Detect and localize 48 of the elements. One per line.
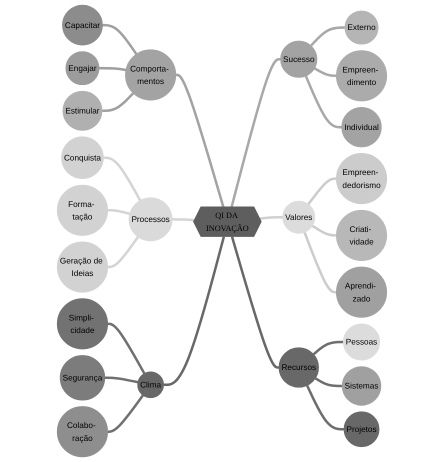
node-circle: Comporta- mentos	[125, 49, 176, 100]
node-circle: Clima	[137, 371, 164, 398]
node-circle: Engajar	[65, 51, 100, 86]
connector	[306, 384, 344, 431]
connector	[172, 218, 195, 222]
connector	[310, 26, 345, 47]
node-circle: Empreen- dimento	[336, 50, 388, 102]
connector	[102, 92, 134, 112]
node-circle: Sistemas	[342, 366, 382, 406]
connector	[108, 322, 146, 374]
node-circle: Criati- vidade	[336, 210, 388, 261]
connector	[176, 74, 225, 208]
node-circle: Sucesso	[280, 40, 318, 78]
connector	[260, 216, 283, 220]
connector	[108, 394, 144, 433]
node-circle: Externo	[344, 10, 379, 45]
node-circle: Forma- tação	[56, 184, 108, 236]
connector	[108, 236, 140, 268]
connector	[104, 376, 138, 384]
node-circle: Projetos	[344, 411, 380, 448]
node-circle: Conquista	[61, 136, 104, 180]
node-circle: Capacitar	[62, 4, 103, 46]
connector	[312, 340, 344, 356]
node-circle: Recursos	[278, 347, 319, 388]
node-circle: Empreen- dedorismo	[336, 153, 388, 204]
node-circle: Valores	[282, 200, 316, 234]
connector	[307, 177, 336, 206]
node-circle: Individual	[341, 107, 382, 148]
connector	[99, 66, 126, 72]
connector	[164, 236, 226, 386]
connector	[304, 76, 342, 128]
connector	[303, 232, 336, 294]
node-circle: Pessoas	[342, 323, 380, 361]
connector	[108, 209, 130, 215]
node-circle: Aprendi- zado	[336, 266, 388, 318]
connector	[102, 24, 138, 55]
node-circle: Segurança	[60, 355, 106, 400]
node-circle: Simpli- cidade	[56, 298, 108, 350]
node-circle: Geração de Ideias	[56, 242, 108, 293]
connector	[314, 67, 336, 78]
connector	[103, 156, 142, 202]
connector	[312, 224, 336, 237]
connector	[314, 377, 342, 388]
connector	[230, 58, 281, 208]
node-circle: Colabo- ração	[56, 406, 108, 458]
node-circle: Processos	[128, 197, 173, 242]
node-circle: Estimular	[62, 90, 102, 131]
connector	[230, 236, 279, 369]
